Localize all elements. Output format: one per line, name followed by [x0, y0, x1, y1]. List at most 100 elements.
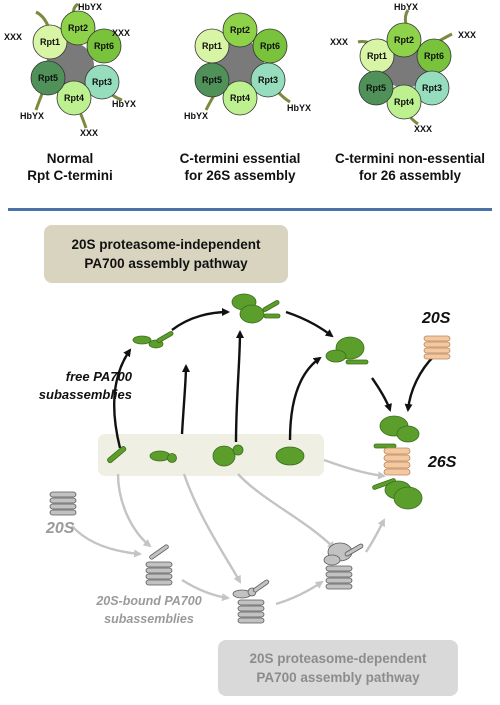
- bound-a-rod: [149, 544, 169, 560]
- independent-pathway-title-line1: 20S proteasome-independent: [71, 237, 261, 252]
- ring-caption-non-essential-line1: C-termini non-essential: [334, 151, 486, 166]
- ring2-rpt4: [222, 80, 258, 116]
- bound-a-ring-4: [145, 579, 173, 586]
- ring1-rpt6: [86, 28, 122, 64]
- label-20s-top: 20S: [422, 310, 451, 327]
- ring3-tail-label-rpt4: XXX: [414, 124, 432, 134]
- core-left-ring-2: [49, 497, 77, 504]
- ring-caption-normal-line2: Rpt C-termini: [27, 168, 113, 183]
- bound-c-rod: [344, 543, 364, 557]
- arrow-20s-to-26s: [404, 355, 435, 412]
- free-small-bead: [167, 453, 177, 463]
- ring3-rpt4: [386, 84, 422, 120]
- ring1-tail-label-rpt6: XXX: [112, 28, 130, 38]
- independent-pathway-title: 20S proteasome-independent PA700 assembl…: [44, 225, 288, 283]
- rpt-ring-normal: [30, 2, 123, 129]
- core-top-ring-4: [423, 353, 451, 360]
- core-top-ring-2: [423, 341, 451, 348]
- dependent-pathway-title-line2: PA700 assembly pathway: [256, 670, 420, 685]
- ring3-rpt3-label: Rpt3: [422, 83, 442, 93]
- bound-c-ring-1: [325, 565, 353, 572]
- ring2-tail-label-rpt5: HbYX: [184, 111, 208, 121]
- arrow-free-d-up: [288, 356, 322, 441]
- 26s-core-ring-3: [383, 461, 411, 469]
- bound-subassembly-c: [323, 542, 364, 590]
- int-right-lobe: [325, 349, 347, 363]
- arrow-free-c-up: [234, 330, 244, 443]
- int-top-rod: [262, 300, 280, 312]
- bound-subassembly-a: [145, 544, 173, 586]
- ring1-tail-rpt4: [78, 111, 88, 129]
- ring-caption-normal: Normal Rpt C-termini: [10, 150, 130, 184]
- label-20s-left: 20S: [46, 520, 75, 537]
- int-top-rod-2: [263, 313, 281, 319]
- dependent-pathway-title-line1: 20S proteasome-dependent: [249, 651, 427, 666]
- arrow-complex-to-26s: [371, 377, 392, 412]
- ring3-tail-label-rpt1: XXX: [330, 37, 348, 47]
- ring2-rpt4-label: Rpt4: [230, 93, 250, 103]
- ring-caption-essential-line1: C-termini essential: [179, 151, 301, 166]
- free-subassemblies-label-line2: subassemblies: [38, 387, 132, 402]
- bound-c-ring-4: [325, 583, 353, 590]
- ring1-rpt2-label: Rpt2: [68, 23, 88, 33]
- bound-b-rod: [252, 579, 270, 593]
- intermediate-complex-top: [231, 293, 281, 324]
- free-subassemblies-row: [98, 434, 324, 476]
- ring1-tail-rpt5: [34, 93, 44, 111]
- proteasome-26s: [372, 415, 423, 510]
- 26s-cap-top-lobe: [396, 425, 420, 443]
- core-20s-left: [49, 491, 77, 516]
- ring1-tail-label-rpt4: XXX: [80, 128, 98, 138]
- arrow-free-c-down: [237, 473, 336, 550]
- arrow-bound-a-to-b: [181, 578, 230, 602]
- ring1-rpt3-label: Rpt3: [92, 77, 112, 87]
- ring3-rpt2-label: Rpt2: [394, 35, 414, 45]
- label-26s: 26S: [428, 454, 457, 471]
- ring-caption-essential-line2: for 26S assembly: [184, 168, 296, 183]
- arrow-free-a-down: [116, 473, 152, 548]
- dependent-pathway-title: 20S proteasome-dependent PA700 assembly …: [218, 640, 458, 696]
- ring3-rpt5-label: Rpt5: [366, 83, 386, 93]
- bound-a-ring-2: [145, 567, 173, 574]
- ring1-tail-label-rpt5: HbYX: [20, 111, 44, 121]
- intermediate-complex-right: [325, 336, 369, 365]
- ring-caption-non-essential: C-termini non-essential for 26 assembly: [324, 150, 496, 184]
- ring1-tail-label-rpt3: HbYX: [112, 99, 136, 109]
- ring-caption-normal-line1: Normal: [46, 151, 94, 166]
- bound-c-ring-2: [325, 571, 353, 578]
- core-top-ring-3: [423, 347, 451, 354]
- ring1-tail-rpt1: [35, 10, 50, 27]
- ring3-rpt6-label: Rpt6: [424, 51, 444, 61]
- 26s-cap-bottom-head: [393, 486, 423, 510]
- ring1-rpt5: [30, 60, 66, 96]
- bound-subassemblies-label-line2: subassemblies: [104, 612, 194, 626]
- ring-caption-essential: C-termini essential for 26S assembly: [160, 150, 320, 184]
- arrow-20s-to-bound-a: [71, 525, 142, 558]
- ring2-rpt5: [194, 62, 230, 98]
- ring1-rpt1-label: Rpt1: [40, 37, 60, 47]
- 26s-core-ring-2: [383, 454, 411, 462]
- free-large-oval: [275, 446, 305, 466]
- arrow-to-top-complex: [171, 308, 230, 331]
- bound-b-ring-2: [237, 605, 265, 612]
- int-left-oval-1: [132, 335, 152, 345]
- ring3-tail-label-rpt2: HbYX: [394, 2, 418, 12]
- ring2-rpt3: [250, 62, 286, 98]
- bound-subassemblies-label-line1: 20S-bound PA700: [96, 594, 202, 608]
- free-small-oval: [149, 450, 171, 462]
- bound-subassembly-b: [232, 579, 270, 624]
- core-20s-top: [423, 335, 451, 360]
- ring1-tail-label-rpt2: HbYX: [78, 2, 102, 12]
- ring1-rpt5-label: Rpt5: [38, 73, 58, 83]
- ring3-tail-rpt2: [403, 9, 410, 25]
- ring3-tail-label-rpt6: XXX: [458, 30, 476, 40]
- ring2-rpt2-label: Rpt2: [230, 25, 250, 35]
- ring3-rpt5: [358, 70, 394, 106]
- bound-c-lobe: [323, 554, 341, 566]
- ring-caption-non-essential-line2: for 26 assembly: [358, 168, 462, 183]
- ring2-rpt1-label: Rpt1: [202, 41, 222, 51]
- independent-pathway-title-line2: PA700 assembly pathway: [84, 256, 248, 271]
- ring3-rpt2: [386, 22, 422, 58]
- core-left-ring-4: [49, 509, 77, 516]
